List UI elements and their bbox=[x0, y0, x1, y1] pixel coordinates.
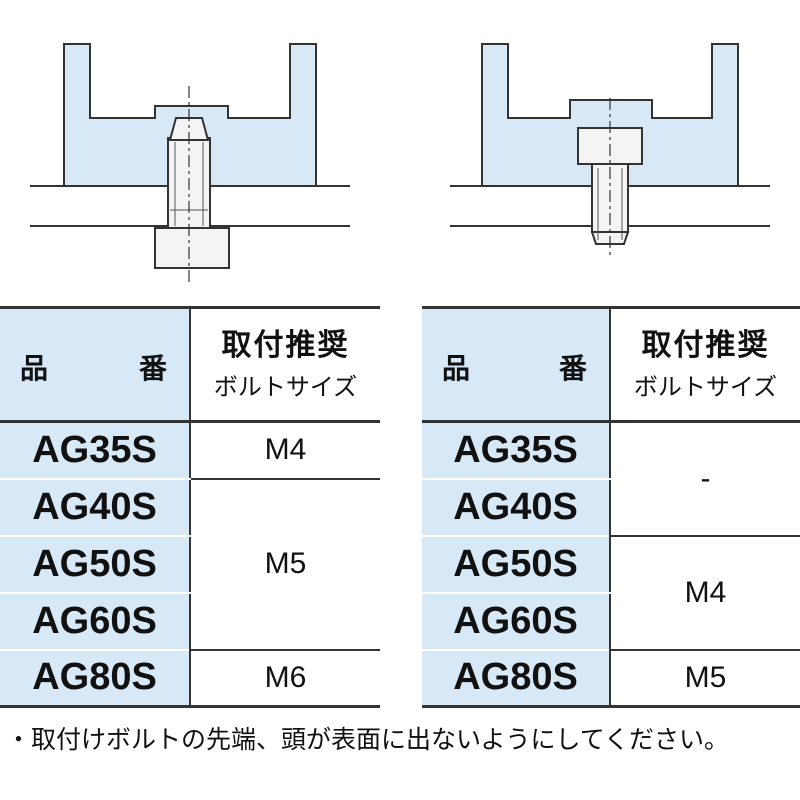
part-number-cell: AG60S bbox=[0, 592, 191, 651]
part-number-cell: AG40S bbox=[422, 478, 611, 537]
part-number-header: 品 番 bbox=[422, 306, 611, 423]
table-row: AG35S M4 bbox=[0, 421, 380, 480]
bolt-size-header-line-2: ボルトサイズ bbox=[633, 372, 778, 401]
bolt-size-cell: M5 bbox=[190, 478, 380, 651]
part-number-cell: AG60S bbox=[422, 592, 611, 651]
bolt-size-header: 取付推奨 ボルトサイズ bbox=[190, 306, 380, 423]
part-number-header-char-1: 品 bbox=[442, 352, 471, 385]
bolt-size-cell: M4 bbox=[610, 535, 800, 651]
part-number-cell: AG40S bbox=[0, 478, 191, 537]
table-row: AG40S bbox=[422, 478, 800, 537]
table-row: AG40S M5 bbox=[0, 478, 380, 651]
bolt-head bbox=[154, 227, 230, 269]
table-row: AG80S M6 bbox=[0, 649, 380, 708]
bolt-size-header-line-1: 取付推奨 bbox=[221, 327, 350, 363]
fixture-body bbox=[63, 43, 317, 187]
part-number-header-char-2: 番 bbox=[558, 352, 587, 385]
bolt-size-cell: - bbox=[610, 421, 800, 537]
table-row: AG50S M4 bbox=[422, 535, 800, 651]
table-row: AG60S bbox=[422, 592, 800, 651]
part-number-cell: AG50S bbox=[0, 535, 191, 594]
table-row: AG50S bbox=[0, 535, 380, 594]
tapped-bolt-mounting-diagram-icon bbox=[450, 43, 770, 258]
bolt-size-table-left: 品 番 取付推奨 ボルトサイズ AG35S M4 AG40S M5 AG50S … bbox=[0, 306, 380, 708]
footnote: ・取付けボルトの先端、頭が表面に出ないようにしてください。 bbox=[6, 725, 730, 754]
part-number-cell: AG35S bbox=[422, 421, 611, 480]
part-number-cell: AG35S bbox=[0, 421, 191, 480]
part-number-cell: AG80S bbox=[0, 649, 191, 708]
bolt-size-cell: M4 bbox=[190, 421, 380, 480]
bolt-size-cell: M5 bbox=[610, 649, 800, 708]
part-number-header-char-1: 品 bbox=[20, 352, 49, 385]
part-number-cell: AG50S bbox=[422, 535, 611, 594]
part-number-header-char-2: 番 bbox=[138, 352, 167, 385]
bolt-tip bbox=[168, 117, 210, 141]
bolt-size-table-right: 品 番 取付推奨 ボルトサイズ AG35S - AG40S AG50S M4 A… bbox=[422, 306, 800, 708]
table-row: AG80S M5 bbox=[422, 649, 800, 708]
table-row: AG60S bbox=[0, 592, 380, 651]
part-number-header: 品 番 bbox=[0, 306, 191, 423]
bolt-size-header-line-1: 取付推奨 bbox=[641, 327, 770, 363]
table-header-row: 品 番 取付推奨 ボルトサイズ bbox=[0, 306, 380, 423]
table-row: AG35S - bbox=[422, 421, 800, 537]
table-header-row: 品 番 取付推奨 ボルトサイズ bbox=[422, 306, 800, 423]
bolt-size-header: 取付推奨 ボルトサイズ bbox=[610, 306, 800, 423]
bolt-size-header-line-2: ボルトサイズ bbox=[213, 372, 358, 401]
bolt-size-cell: M6 bbox=[190, 649, 380, 708]
through-bolt-mounting-diagram-icon bbox=[30, 43, 350, 282]
part-number-cell: AG80S bbox=[422, 649, 611, 708]
